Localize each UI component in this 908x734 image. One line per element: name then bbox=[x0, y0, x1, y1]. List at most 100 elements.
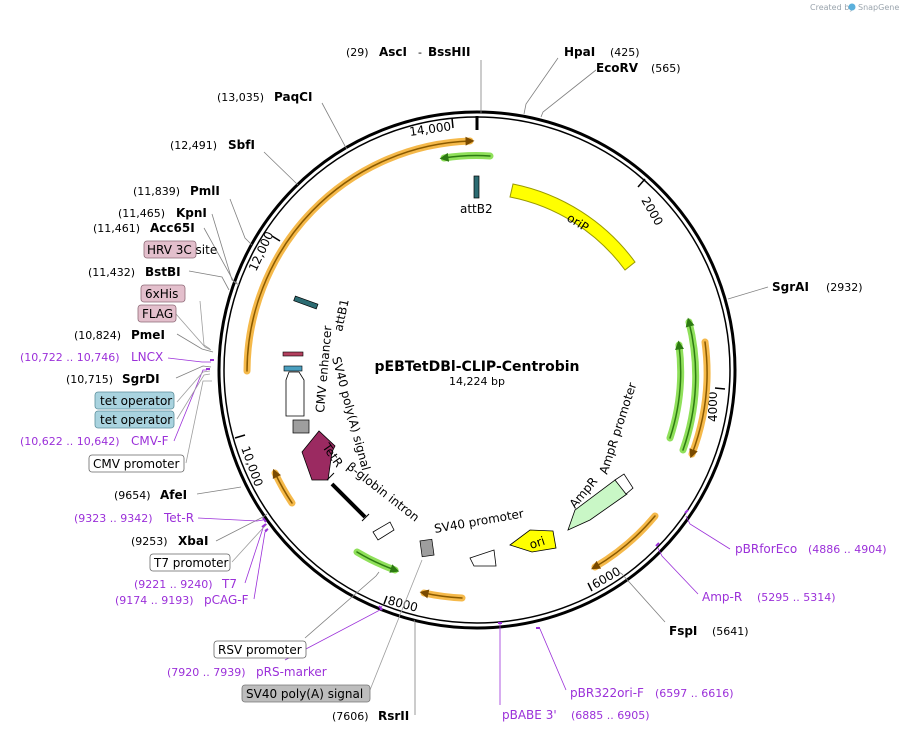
orf-arc-right-green-1-line bbox=[669, 340, 685, 439]
orf-arc-right-line bbox=[689, 341, 708, 459]
cmv-promoter-label: CMV promoter bbox=[93, 457, 180, 471]
paqCI-name: PaqCI bbox=[274, 90, 312, 104]
his6-label: 6xHis bbox=[145, 287, 178, 301]
orf-arc-bottom-green-line bbox=[356, 551, 400, 573]
snapgene-logo: Created by SnapGene bbox=[810, 3, 899, 12]
ampR-promoter-arrow bbox=[614, 473, 634, 495]
pmeI-pos: (10,824) bbox=[74, 329, 121, 342]
pBRforEco-name: pBRforEco bbox=[735, 542, 797, 556]
cmv-promoter-box bbox=[88, 454, 185, 473]
rsrII-pos: (7606) bbox=[332, 710, 369, 723]
ampR-promoter-label: AmpR promoter bbox=[597, 381, 640, 476]
pBR322oriF-name: pBR322ori-F bbox=[570, 686, 644, 700]
tetR-primer-pos: (9323 .. 9342) bbox=[74, 512, 153, 525]
lncx-name: LNCX bbox=[131, 350, 163, 364]
ascI-sep: - bbox=[418, 46, 422, 59]
tetR-primer-name: Tet-R bbox=[163, 511, 194, 525]
ascI-name: AscI bbox=[379, 45, 407, 59]
t7-primer-pos: (9221 .. 9240) bbox=[134, 578, 213, 591]
pCAGF-pos: (9174 .. 9193) bbox=[115, 594, 194, 607]
ecoRV-pos: (565) bbox=[651, 62, 681, 75]
bssHII-name: BssHII bbox=[428, 45, 470, 59]
rsv-promoter-box bbox=[213, 640, 307, 659]
bglobin-line bbox=[330, 482, 367, 519]
pCAGF-name: pCAG-F bbox=[204, 593, 249, 607]
acc65I-name: Acc65I bbox=[150, 221, 195, 235]
sgrDI-pos: (10,715) bbox=[66, 373, 113, 386]
bglobin-label: β-globin intron bbox=[344, 459, 422, 524]
sv40-polyA-box-2 bbox=[419, 538, 435, 558]
attB1-marker bbox=[293, 295, 319, 310]
pBRforEco-pos: (4886 .. 4904) bbox=[808, 543, 887, 556]
tick-label-2000: 2000 bbox=[638, 195, 665, 228]
pmlI-pos: (11,839) bbox=[133, 185, 180, 198]
t7-promoter-label: T7 promoter bbox=[153, 556, 229, 570]
orf-arc-lowerright-line bbox=[591, 515, 656, 570]
pBR322oriF-pos: (6597 .. 6616) bbox=[655, 687, 734, 700]
sbfI-name: SbfI bbox=[228, 138, 255, 152]
tag-feature-marker bbox=[282, 351, 304, 357]
sbfI-pos: (12,491) bbox=[170, 139, 217, 152]
cmvF-name: CMV-F bbox=[131, 434, 169, 448]
orf-arc-right-green-2-line bbox=[682, 317, 697, 451]
hpaI-pos: (425) bbox=[610, 46, 640, 59]
sgrAI-pos: (2932) bbox=[826, 281, 863, 294]
hrv3c-label: HRV 3C site bbox=[147, 243, 217, 257]
orf-arc-top-green-line bbox=[439, 152, 491, 162]
ampR-primer-name: Amp-R bbox=[702, 590, 742, 604]
pBABE3-pos: (6885 .. 6905) bbox=[571, 709, 650, 722]
ori-feature bbox=[509, 529, 557, 553]
ori-label: ori bbox=[528, 534, 547, 552]
bglobin-small-arrow bbox=[372, 521, 395, 541]
tet-operator-box-1 bbox=[94, 391, 175, 410]
feature-leader-lines bbox=[175, 300, 423, 691]
snapgene-name: SnapGene bbox=[858, 3, 899, 12]
bstBI-name: BstBI bbox=[145, 265, 181, 279]
paqCI-pos: (13,035) bbox=[217, 91, 264, 104]
orf-arc-large bbox=[243, 137, 474, 375]
orf-arc-bottom-line bbox=[419, 589, 463, 599]
kpnI-pos: (11,465) bbox=[118, 207, 165, 220]
attB2-label: attB2 bbox=[460, 202, 493, 216]
attB2-marker bbox=[473, 175, 480, 199]
cmv-enhancer-label: CMV enhancer bbox=[313, 325, 335, 413]
ascI-pos: (29) bbox=[346, 46, 369, 59]
pRSmarker-pos: (7920 .. 7939) bbox=[167, 666, 246, 679]
green-orf-arcs bbox=[353, 152, 700, 574]
orf-arc-large-line bbox=[246, 136, 475, 372]
pmlI-name: PmlI bbox=[190, 184, 220, 198]
orf-arc-left-line bbox=[272, 468, 293, 504]
his6-box bbox=[140, 284, 186, 303]
sv40-polyA-signal-label: SV40 poly(A) signal bbox=[246, 687, 363, 701]
ampR-primer-pos: (5295 .. 5314) bbox=[757, 591, 836, 604]
t7-primer-name: T7 bbox=[221, 577, 237, 591]
pBABE3-name: pBABE 3' bbox=[502, 708, 557, 722]
sv40-promoter-label: SV40 promoter bbox=[433, 506, 525, 536]
flag-box bbox=[137, 304, 177, 323]
plasmid-name: pEBTetDBl-CLIP-Centrobin bbox=[374, 359, 579, 375]
primer-ticks bbox=[206, 359, 689, 629]
tet-operator-label-1: tet operator bbox=[100, 394, 172, 408]
cmv-enhancer-arrow bbox=[285, 371, 305, 417]
cmvF-pos: (10,622 .. 10,642) bbox=[20, 435, 120, 448]
oriP-feature bbox=[509, 183, 636, 271]
xbaI-pos: (9253) bbox=[131, 535, 168, 548]
sv40-polyA-signal-box bbox=[241, 684, 371, 703]
tick-label-14000: 14,000 bbox=[408, 119, 452, 139]
tetR-arrow bbox=[301, 430, 336, 481]
bstBI-pos: (11,432) bbox=[88, 266, 135, 279]
afeI-name: AfeI bbox=[160, 488, 187, 502]
attB1-label: attB1 bbox=[331, 298, 351, 333]
tet-operator-marker bbox=[283, 365, 303, 372]
fspI-name: FspI bbox=[669, 624, 697, 638]
sgrAI-name: SgrAI bbox=[772, 280, 809, 294]
snapgene-icon bbox=[848, 3, 856, 11]
flag-label: FLAG bbox=[142, 307, 173, 321]
orf-arc-lowerright bbox=[591, 512, 659, 571]
sgrDI-name: SgrDI bbox=[122, 372, 160, 386]
acc65I-pos: (11,461) bbox=[93, 222, 140, 235]
hpaI-name: HpaI bbox=[564, 45, 595, 59]
kpnI-name: KpnI bbox=[176, 206, 207, 220]
coordinate-ticks bbox=[234, 117, 726, 605]
